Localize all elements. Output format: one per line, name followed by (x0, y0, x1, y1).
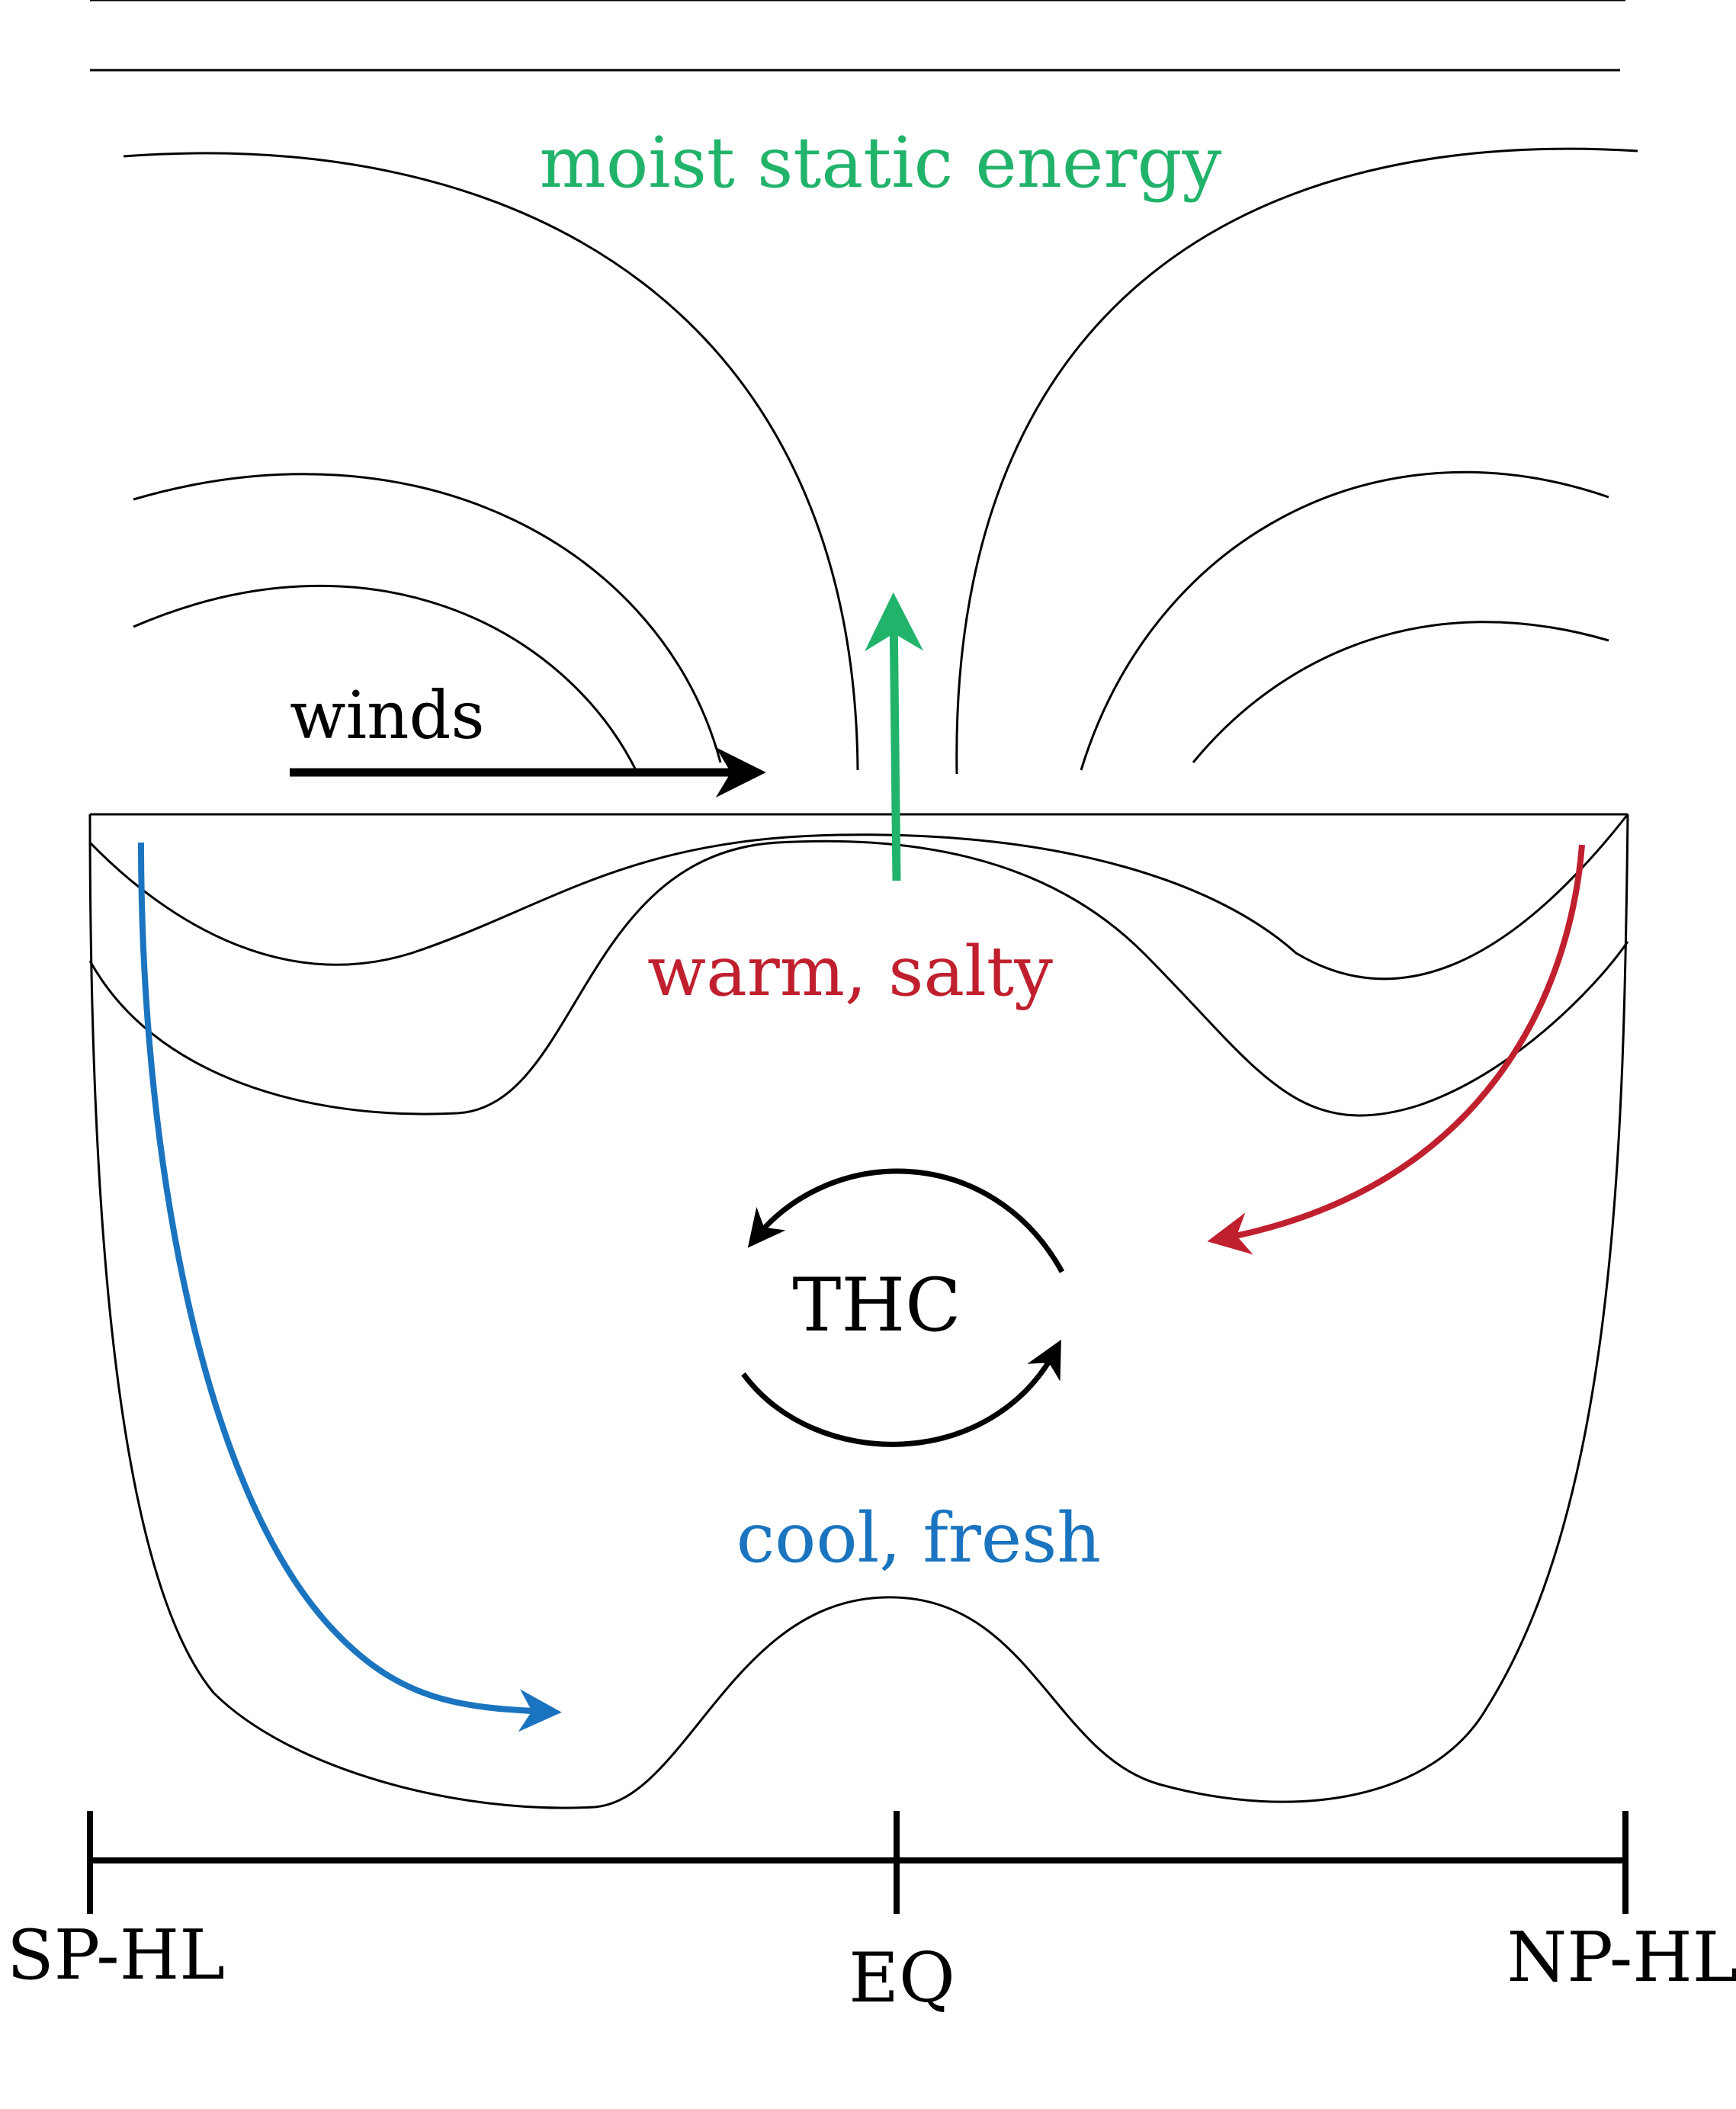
warm-salty-flow-arrow (1207, 844, 1585, 1255)
moist-static-energy-arrow (865, 592, 924, 881)
warm-salty-label: warm, salty (647, 932, 1053, 1012)
thc-upper-arrow (747, 1168, 1065, 1273)
cool-fresh-flow-arrow (138, 842, 562, 1732)
ocean-basin (88, 813, 1629, 1809)
streamline-left-inner (133, 584, 638, 772)
winds-label: winds (290, 678, 485, 754)
streamline-right-outer (955, 147, 1638, 775)
streamline-right-inner (1192, 621, 1609, 763)
atmosphere-streamlines (90, 0, 1638, 775)
streamline-left-middle (133, 473, 722, 763)
eq-label: EQ (849, 1938, 955, 2018)
streamline-right-middle (1080, 470, 1609, 771)
thermocline-upper (88, 814, 1629, 981)
thc-label: THC (792, 1263, 961, 1348)
moist-static-energy-label: moist static energy (540, 122, 1222, 204)
thermocline-lower (88, 839, 1629, 1117)
basin-outline (88, 814, 1629, 1809)
streamline-left-outer (123, 152, 859, 771)
latitude-axis (87, 1811, 1629, 1914)
cool-fresh-label: cool, fresh (736, 1498, 1102, 1578)
np-hl-label: NP-HL (1507, 1918, 1736, 1998)
thc-lower-arrow (741, 1340, 1061, 1447)
sp-hl-label: SP-HL (7, 1915, 225, 1995)
